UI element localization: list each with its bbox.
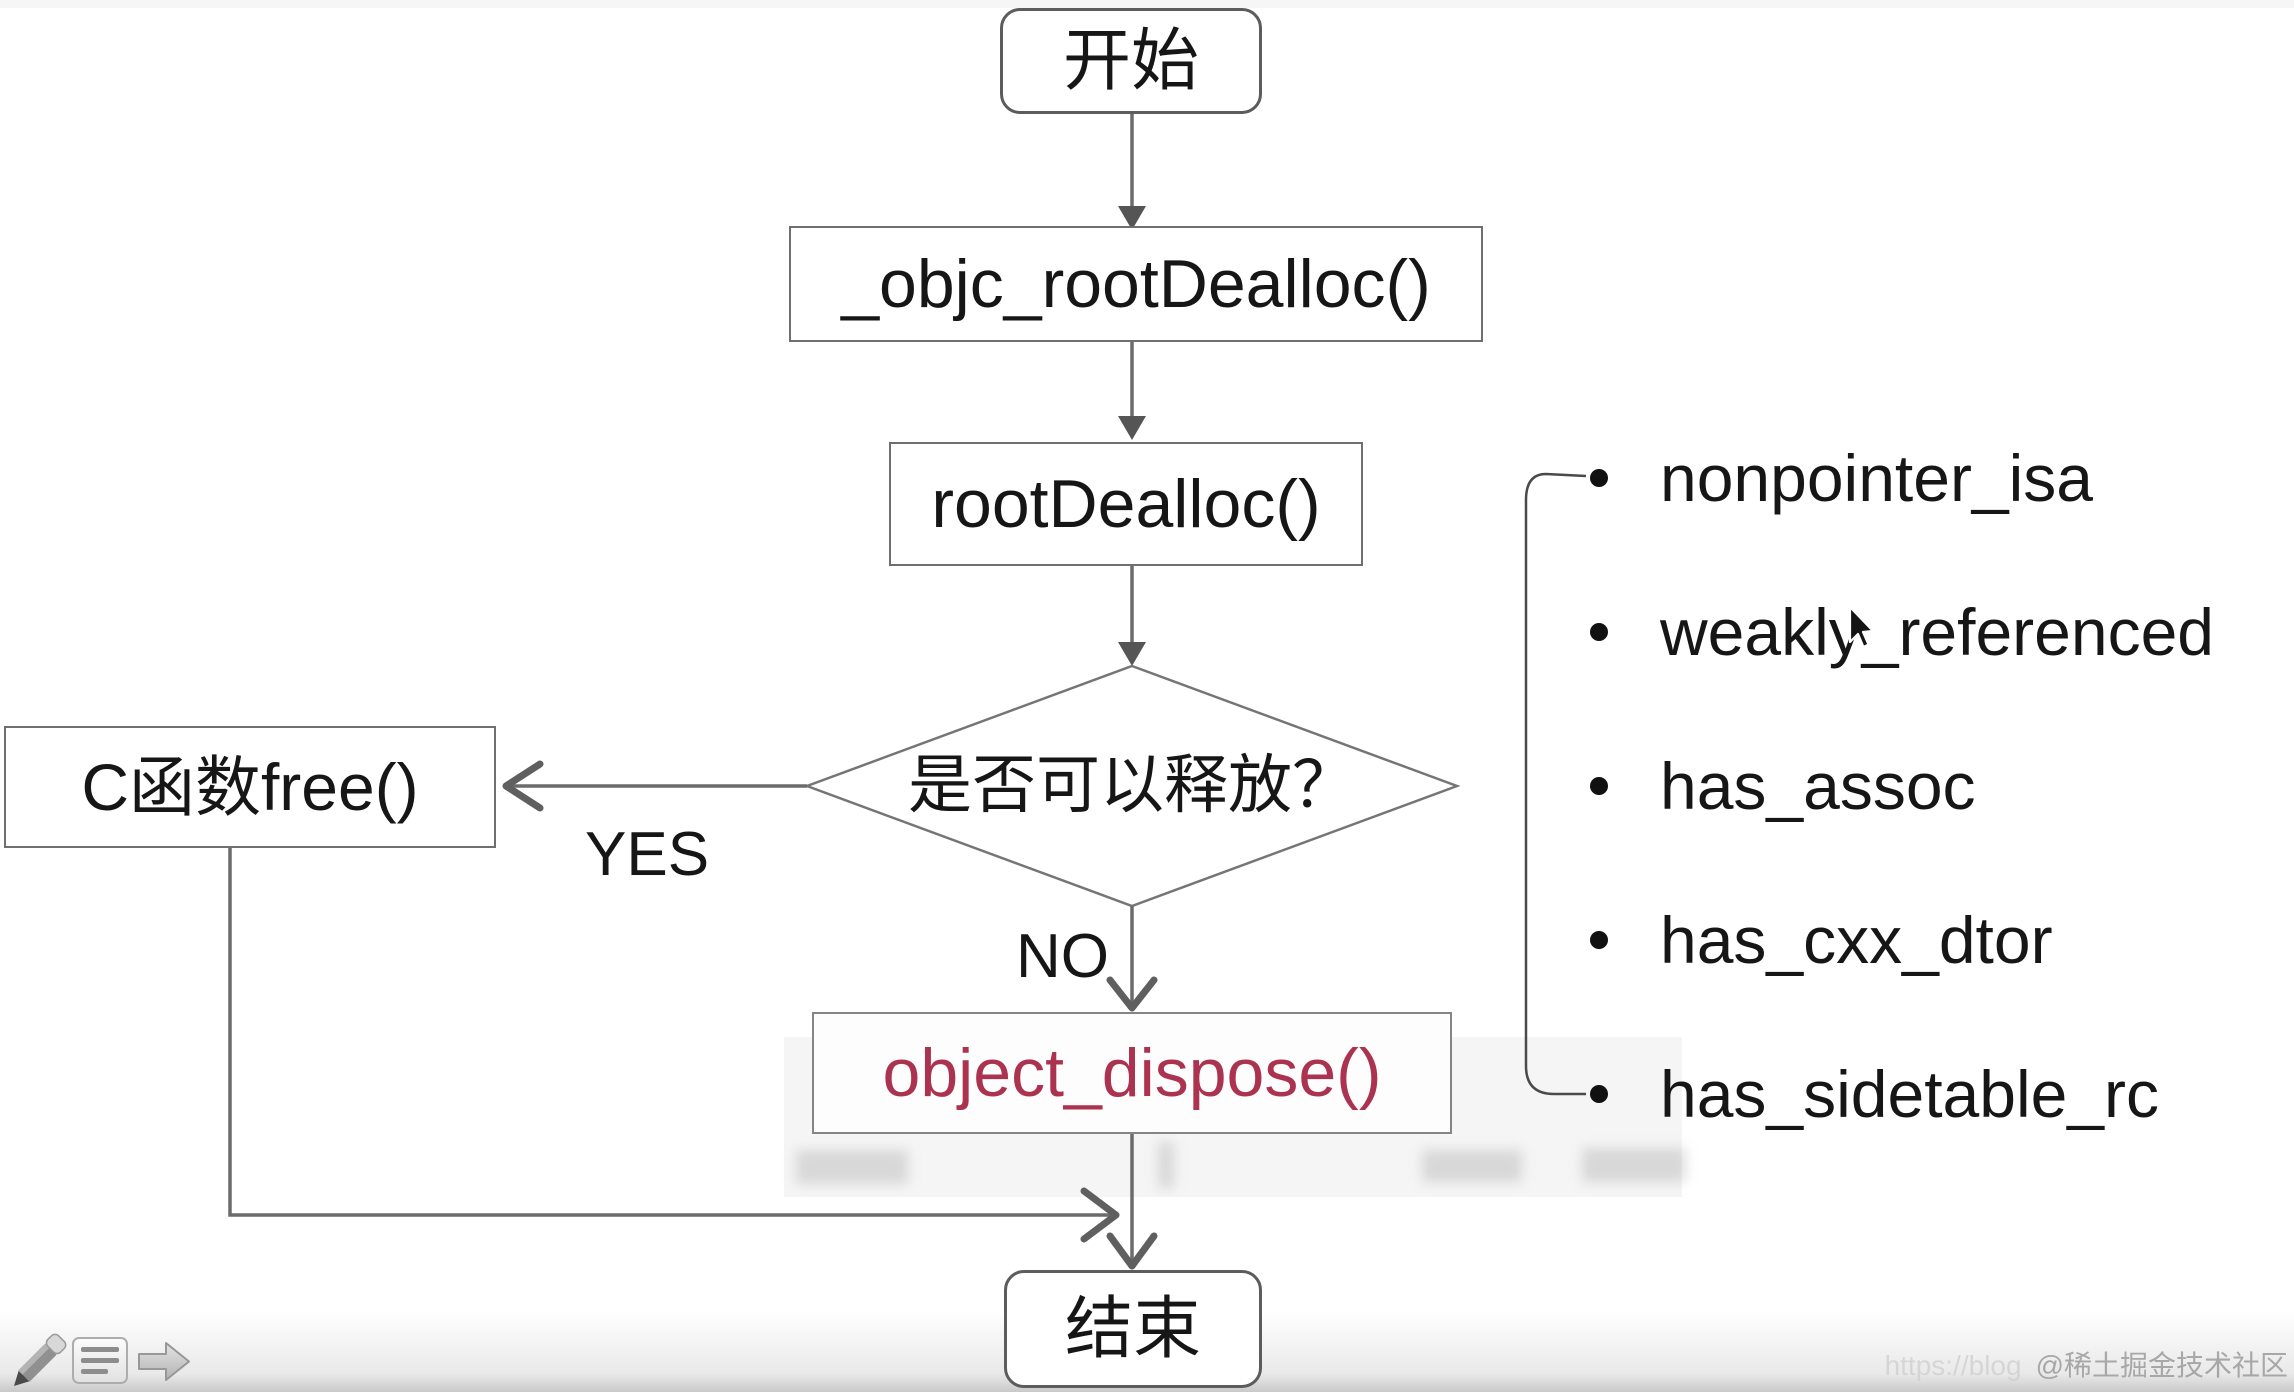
c-free-label: C函数free(): [81, 750, 419, 824]
mouse-cursor-icon: [1848, 606, 1875, 649]
ghost-text-artifact: [796, 1150, 908, 1184]
flow-node-objc-rootdealloc: _objc_rootDealloc(): [789, 226, 1483, 342]
notes-line: [81, 1369, 109, 1374]
arrowhead-left-icon: [502, 760, 544, 812]
arrowhead-down-icon: [1106, 976, 1158, 1012]
bullet-icon: [1590, 469, 1608, 487]
watermark-community: @稀土掘金技术社区: [2035, 1350, 2288, 1381]
list-bracket: [1524, 472, 1587, 1096]
object-dispose-label: object_dispose(): [882, 1035, 1382, 1111]
list-item: has_sidetable_rc: [1590, 1054, 2159, 1134]
flow-node-rootdealloc: rootDealloc(): [889, 442, 1363, 566]
notes-line: [81, 1347, 119, 1352]
yes-edge-label: YES: [585, 820, 710, 889]
bullet-icon: [1590, 777, 1608, 795]
watermark-url: https://blog: [1884, 1350, 2022, 1381]
notes-line: [81, 1358, 119, 1363]
list-item: nonpointer_isa: [1590, 438, 2093, 518]
pencil-icon[interactable]: [0, 1326, 70, 1392]
start-label: 开始: [1062, 23, 1199, 99]
bullet-icon: [1590, 1085, 1608, 1103]
rootdealloc-label: rootDealloc(): [931, 466, 1321, 542]
ghost-text-artifact: [1158, 1142, 1174, 1188]
ghost-text-artifact: [1582, 1148, 1686, 1182]
next-arrow-icon[interactable]: [138, 1340, 192, 1384]
connector-cfree-to-merge: [228, 848, 1110, 1217]
list-item-label: has_cxx_dtor: [1660, 903, 2053, 977]
list-item: has_cxx_dtor: [1590, 900, 2053, 980]
ghost-text-artifact: [1422, 1150, 1522, 1182]
notes-icon[interactable]: [72, 1337, 128, 1384]
flow-node-start: 开始: [1000, 8, 1262, 114]
end-label: 结束: [1064, 1291, 1201, 1367]
no-edge-label: NO: [1016, 922, 1109, 991]
decision-label: 是否可以释放？: [908, 749, 1356, 821]
list-item-label: has_assoc: [1660, 749, 1976, 823]
top-edge-strip: [0, 0, 2294, 8]
objc-rootdealloc-label: _objc_rootDealloc(): [841, 246, 1431, 322]
arrowhead-down-icon: [1118, 416, 1146, 440]
list-item: weakly_referenced: [1590, 592, 2214, 672]
list-item-label: has_sidetable_rc: [1660, 1057, 2159, 1131]
flow-node-end: 结束: [1004, 1270, 1262, 1388]
watermark: https://blog @稀土掘金技术社区: [1885, 1352, 2288, 1380]
bullet-icon: [1590, 931, 1608, 949]
flow-node-c-free: C函数free(): [4, 726, 496, 848]
list-item: has_assoc: [1590, 746, 1976, 826]
bullet-icon: [1590, 623, 1608, 641]
arrowhead-right-icon: [1080, 1187, 1120, 1243]
arrowhead-down-icon: [1118, 206, 1146, 230]
flow-node-object-dispose: object_dispose(): [812, 1012, 1452, 1134]
arrowhead-down-icon: [1106, 1232, 1158, 1270]
list-item-label: nonpointer_isa: [1660, 441, 2093, 515]
list-item-label: weakly_referenced: [1660, 595, 2214, 669]
arrowhead-down-icon: [1118, 642, 1146, 666]
